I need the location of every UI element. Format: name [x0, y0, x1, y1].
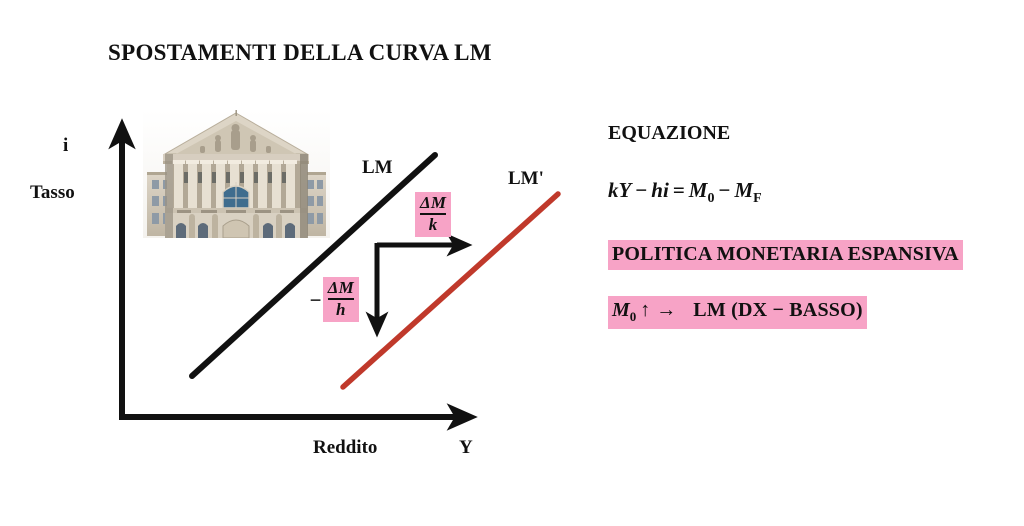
- minus-sign: −: [309, 287, 322, 312]
- shift-result: LM (DX − BASSO): [693, 299, 863, 321]
- equation-equals: =: [672, 178, 685, 202]
- lm-prime-curve-label: LM': [508, 168, 544, 189]
- horizontal-shift-annotation: ΔM k: [415, 192, 452, 237]
- lm-curve-label: LM: [362, 157, 393, 178]
- equation-k: k: [608, 178, 619, 202]
- y-axis-label: Tasso: [30, 182, 75, 203]
- equation-Y: Y: [618, 178, 632, 202]
- fraction-numerator: ΔM: [327, 279, 354, 300]
- equation-h: h: [651, 178, 663, 202]
- policy-banner: POLITICA MONETARIA ESPANSIVA: [608, 240, 963, 270]
- equation-heading: EQUAZIONE: [608, 122, 731, 144]
- shift-conclusion: M0↑→ LM (DX − BASSO): [608, 296, 867, 329]
- y-axis-symbol: i: [63, 135, 69, 156]
- fraction-numerator: ΔM: [420, 194, 447, 215]
- fraction-delta-m-over-h: ΔM h: [322, 277, 359, 322]
- x-axis-symbol: Y: [459, 437, 473, 458]
- equation-minus-1: −: [635, 178, 648, 202]
- fraction-denominator: h: [336, 299, 346, 319]
- equation-M2-subscript: F: [753, 191, 762, 207]
- vertical-shift-annotation: − ΔM h: [309, 277, 359, 322]
- page-title: SPOSTAMENTI DELLA CURVA LM: [108, 40, 492, 65]
- lm-curve-diagram: [108, 118, 561, 431]
- equation-M: M: [688, 178, 708, 202]
- shift-M: M: [612, 299, 630, 321]
- equation-M-subscript: 0: [707, 191, 715, 207]
- equation-i: i: [662, 178, 669, 202]
- equation-minus-2: −: [718, 178, 731, 202]
- building-illustration: [143, 110, 330, 238]
- shift-M-subscript: 0: [629, 309, 637, 324]
- fraction-delta-m-over-k: ΔM k: [415, 192, 452, 237]
- equation-M2: M: [734, 178, 754, 202]
- x-axis-label: Reddito: [313, 437, 378, 458]
- lm-equation: kY−hi=M0−MF: [608, 178, 762, 207]
- lm-curve: [189, 152, 438, 379]
- fraction-denominator: k: [428, 214, 438, 234]
- central-bank-building-image: [143, 110, 330, 238]
- lm-prime-curve: [340, 191, 561, 390]
- up-arrow-icon: ↑: [640, 299, 651, 321]
- right-arrow-icon: →: [656, 299, 677, 321]
- explanation-panel: EQUAZIONE kY−hi=M0−MF POLITICA MONETARIA…: [608, 0, 1024, 526]
